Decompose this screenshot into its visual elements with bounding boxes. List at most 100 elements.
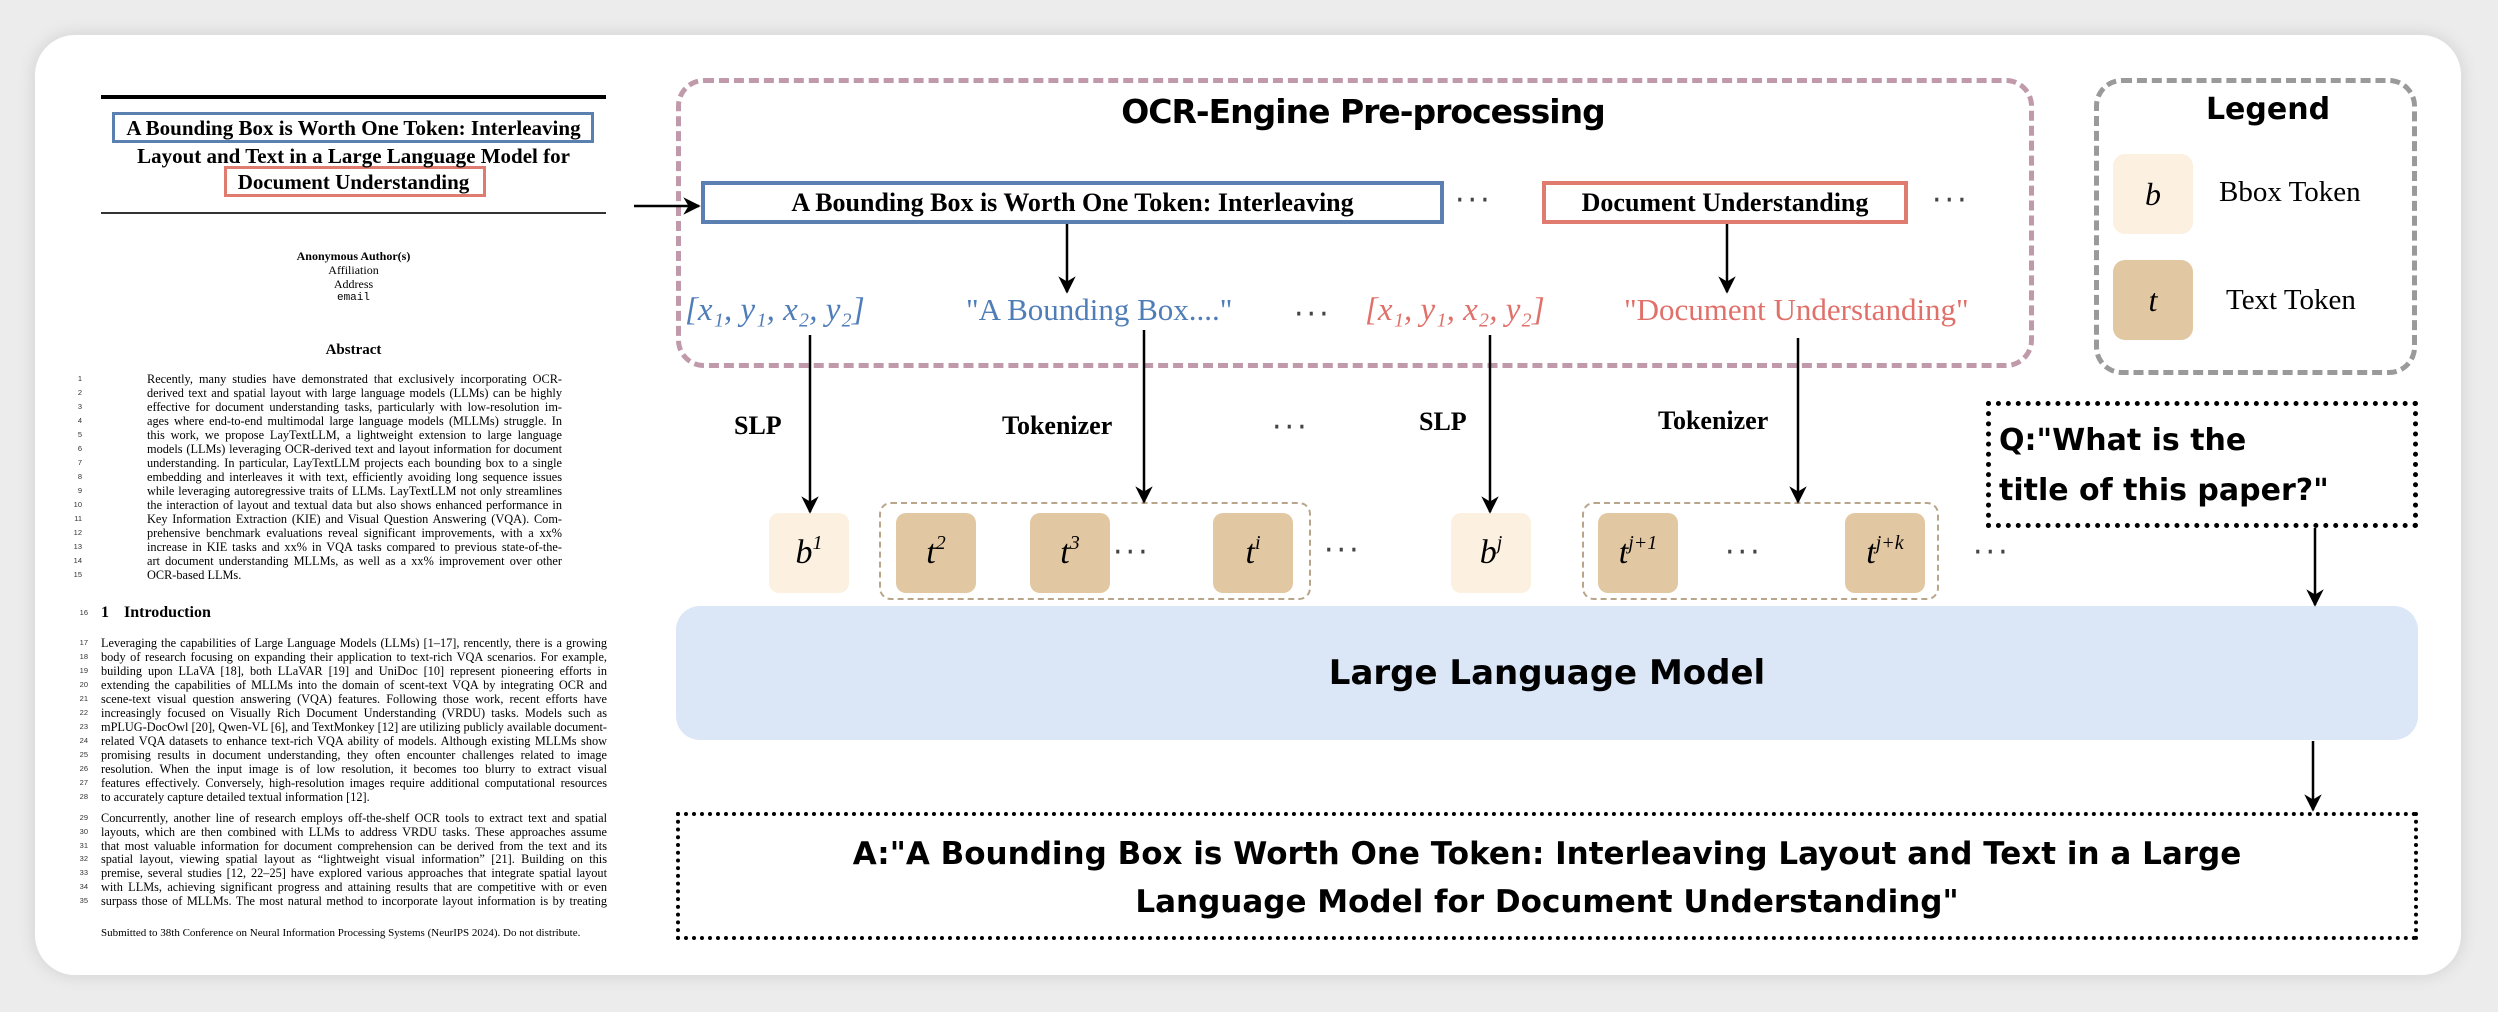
intro-line: Concurrently, another line of research e… [101, 811, 607, 825]
line-number: 5 [77, 430, 82, 439]
intro-line: related VQA datasets to enhance text-ric… [101, 734, 607, 748]
question-line-2: title of this paper?" [1999, 473, 2329, 508]
intro-line: extending the capabilities of MLLMs into… [101, 678, 607, 692]
token-base: b [1479, 534, 1497, 571]
bbox-coords-blue: [x₁, y₁, x₂, y₂] [685, 292, 865, 328]
slp-label: SLP [1419, 407, 1467, 436]
abstract-line: models (LLMs) leveraging OCR-derived tex… [147, 442, 562, 456]
line-number: 6 [77, 444, 82, 453]
slp-label: SLP [734, 411, 782, 440]
text-token-group [1582, 502, 1939, 600]
line-number: 16 [79, 608, 88, 617]
intro-line: Leveraging the capabilities of Large Lan… [101, 636, 607, 650]
ellipsis: ··· [1113, 535, 1151, 570]
token-base: t [1866, 534, 1876, 571]
line-number: 15 [73, 570, 82, 579]
token-index: 1 [812, 532, 823, 554]
text-segment-red: "Document Understanding" [1624, 292, 1969, 327]
intro-line: spatial layout, viewing spatial layout a… [101, 852, 607, 867]
question-box: Q:"What is the title of this paper?" [1986, 401, 2418, 528]
line-number: 11 [74, 514, 82, 523]
legend-swatch-bbox: b [2113, 154, 2193, 234]
token-base: t [1618, 534, 1629, 571]
intro-line: mPLUG-DocOwl [20], Qwen-VL [6], and Text… [101, 720, 607, 734]
intro-line: features effectively. Conversely, high-r… [101, 776, 607, 790]
intro-line: scene-text visual question answering (VQ… [101, 692, 607, 706]
ellipsis: ··· [1932, 183, 1970, 218]
abstract-line: effective for document understanding tas… [147, 400, 562, 414]
paper-email: email [336, 292, 370, 304]
token-index: 2 [935, 532, 946, 554]
line-number: 22 [79, 708, 88, 717]
title-highlight-red [224, 166, 486, 197]
intro-line: to accurately capture detailed textual i… [101, 790, 370, 804]
intro-line: building upon LLaVA [18], both LLaVAR [1… [101, 664, 607, 678]
paper-address: Address [333, 277, 374, 291]
line-number: 33 [79, 868, 88, 878]
line-number: 12 [73, 528, 82, 537]
question-line-1: Q:"What is the [1999, 423, 2247, 458]
intro-heading: Introduction [124, 604, 211, 621]
line-number: 13 [73, 542, 82, 551]
line-number: 17 [79, 638, 88, 647]
token-index: 3 [1069, 532, 1080, 554]
line-number: 27 [79, 778, 88, 787]
token-index: j [1496, 532, 1503, 554]
ocr-preprocessing-group [676, 78, 2034, 368]
text-token: t2 [896, 513, 976, 593]
abstract-line: ages where end-to-end multimodal large l… [147, 414, 562, 428]
line-number: 2 [77, 388, 82, 397]
legend [2094, 78, 2417, 375]
line-number: 10 [73, 500, 82, 509]
ellipsis: ··· [1973, 535, 2011, 570]
line-number: 24 [79, 736, 88, 745]
intro-line: that most valuable information for docum… [101, 838, 607, 853]
abstract-line: understanding. In particular, LayTextLLM… [147, 456, 562, 470]
text-token: ti [1213, 513, 1293, 593]
paper-title-line-1: A Bounding Box is Worth One Token: Inter… [126, 116, 581, 140]
ellipsis: ··· [1294, 297, 1332, 332]
line-number: 7 [77, 458, 82, 467]
large-language-model-block: Large Language Model [676, 606, 2418, 740]
abstract-line: while leveraging autoregressive traits o… [147, 484, 562, 498]
token-base: b [795, 534, 813, 571]
line-number: 20 [79, 680, 88, 689]
line-number: 28 [79, 792, 88, 801]
tokenizer-label: Tokenizer [1002, 411, 1113, 440]
ocr-segment-red: Document Understanding [1542, 181, 1908, 224]
abstract-heading: Abstract [325, 342, 382, 358]
line-number: 19 [79, 666, 88, 675]
line-number: 9 [77, 486, 82, 495]
abstract-line: Key Information Extraction (KIE) and Vis… [147, 512, 562, 526]
ocr-segment-blue: A Bounding Box is Worth One Token: Inter… [701, 181, 1444, 224]
line-number: 34 [79, 882, 88, 891]
line-number: 3 [77, 402, 82, 411]
title-highlight-blue [112, 112, 594, 143]
intro-line: layouts, which are then combined with LL… [101, 824, 607, 839]
legend-title: Legend [2205, 92, 2331, 127]
abstract-line: embedding and interleaves it with text, … [147, 470, 562, 484]
text-token: tj+k [1845, 513, 1925, 593]
line-number: 30 [79, 826, 88, 836]
intro-line: with LLMs, achieving significant progres… [101, 880, 607, 894]
text-token: tj+1 [1598, 513, 1678, 593]
abstract-line: increase in KIE tasks and xx% in VQA tas… [147, 540, 562, 554]
figure-card [35, 35, 2461, 975]
token-base: t [926, 534, 936, 571]
token-index: i [1254, 532, 1261, 554]
line-number: 26 [79, 764, 88, 773]
line-number: 1 [77, 374, 82, 383]
line-number: 21 [79, 694, 88, 703]
abstract-line: OCR-based LLMs. [147, 568, 242, 582]
answer-box: A:"A Bounding Box is Worth One Token: In… [676, 812, 2418, 940]
line-number: 25 [79, 750, 88, 759]
line-number: 8 [77, 472, 82, 481]
intro-line: increasingly focused on Visually Rich Do… [101, 706, 607, 720]
line-number: 4 [77, 416, 82, 425]
ellipsis: ··· [1272, 410, 1310, 445]
abstract-line: art document understanding MLLMs, as wel… [147, 554, 562, 568]
line-number: 31 [79, 840, 88, 850]
paper-affiliation: Affiliation [328, 263, 379, 277]
token-index: j+1 [1628, 532, 1658, 554]
legend-label-bbox: Bbox Token [2219, 176, 2361, 208]
